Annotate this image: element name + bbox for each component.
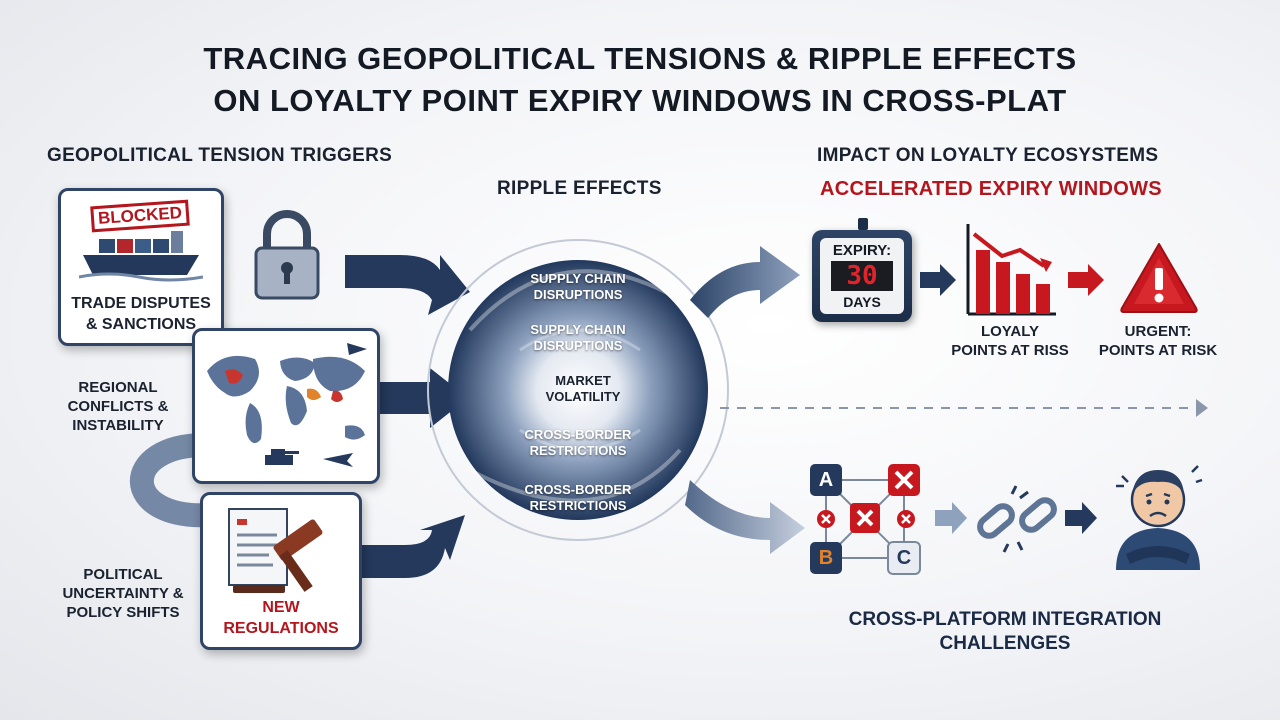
arrow-ring-to-platforms: [685, 480, 805, 554]
arrow-timer-to-chart: [920, 264, 956, 296]
arrow-chart-to-alert: [1068, 264, 1104, 296]
regional-conflicts-map-card: [192, 328, 380, 484]
platform-network: [810, 464, 921, 575]
expiry-unit: DAYS: [843, 294, 881, 310]
platform-b-icon: B: [818, 547, 834, 569]
world-map-icon: [207, 343, 367, 467]
integration-challenges-label: CROSS-PLATFORM INTEGRATION CHALLENGES: [848, 609, 1162, 654]
urgent-label: URGENT:POINTS AT RISK: [1098, 323, 1218, 359]
frustrated-user-icon: [1116, 465, 1203, 570]
arrow-platforms-to-link: [935, 502, 967, 534]
gavel-document-icon: [228, 508, 323, 593]
arrow-ring-to-expiry: [690, 246, 800, 318]
page-title: TRACING GEOPOLITICAL TENSIONS & RIPPLE E…: [0, 38, 1280, 122]
trade-disputes-label: TRADE DISPUTES& SANCTIONS: [71, 295, 211, 333]
blocked-stamp: BLOCKED: [90, 199, 190, 233]
left-loop-connector: [129, 433, 211, 528]
arrow-regulations-to-ring: [360, 515, 465, 578]
impact-heading: IMPACT ON LOYALTY ECOSYSTEMS: [817, 145, 1159, 166]
arrow-link-to-user: [1065, 502, 1097, 534]
cargo-ship-icon: [79, 231, 203, 282]
arrow-regional-to-ring: [355, 368, 468, 428]
title-line-2: ON LOYALTY POINT EXPIRY WINDOWS IN CROSS…: [213, 83, 1067, 118]
title-line-1: TRACING GEOPOLITICAL TENSIONS & RIPPLE E…: [203, 41, 1077, 76]
arrow-trade-to-ring: [345, 255, 470, 315]
ripple-heading: RIPPLE EFFECTS: [497, 178, 662, 199]
platform-c-icon: C: [896, 547, 912, 569]
declining-chart-icon: [966, 224, 1056, 316]
expiry-subheading: ACCELERATED EXPIRY WINDOWS: [820, 178, 1162, 200]
expiry-days-value: 30: [831, 261, 893, 291]
expiry-timer: EXPIRY: 30 DAYS: [812, 218, 912, 322]
expiry-label: EXPIRY:: [832, 242, 892, 259]
padlock-icon: [254, 210, 320, 300]
trade-disputes-card: BLOCKED TRADE DISPUTES& SANCTIONS: [58, 188, 224, 346]
triggers-heading: GEOPOLITICAL TENSION TRIGGERS: [47, 145, 393, 166]
platform-a-icon: A: [818, 469, 834, 491]
ripple-vortex: [448, 260, 708, 520]
warning-icon: [1120, 243, 1198, 313]
broken-link-icon: [977, 485, 1057, 553]
